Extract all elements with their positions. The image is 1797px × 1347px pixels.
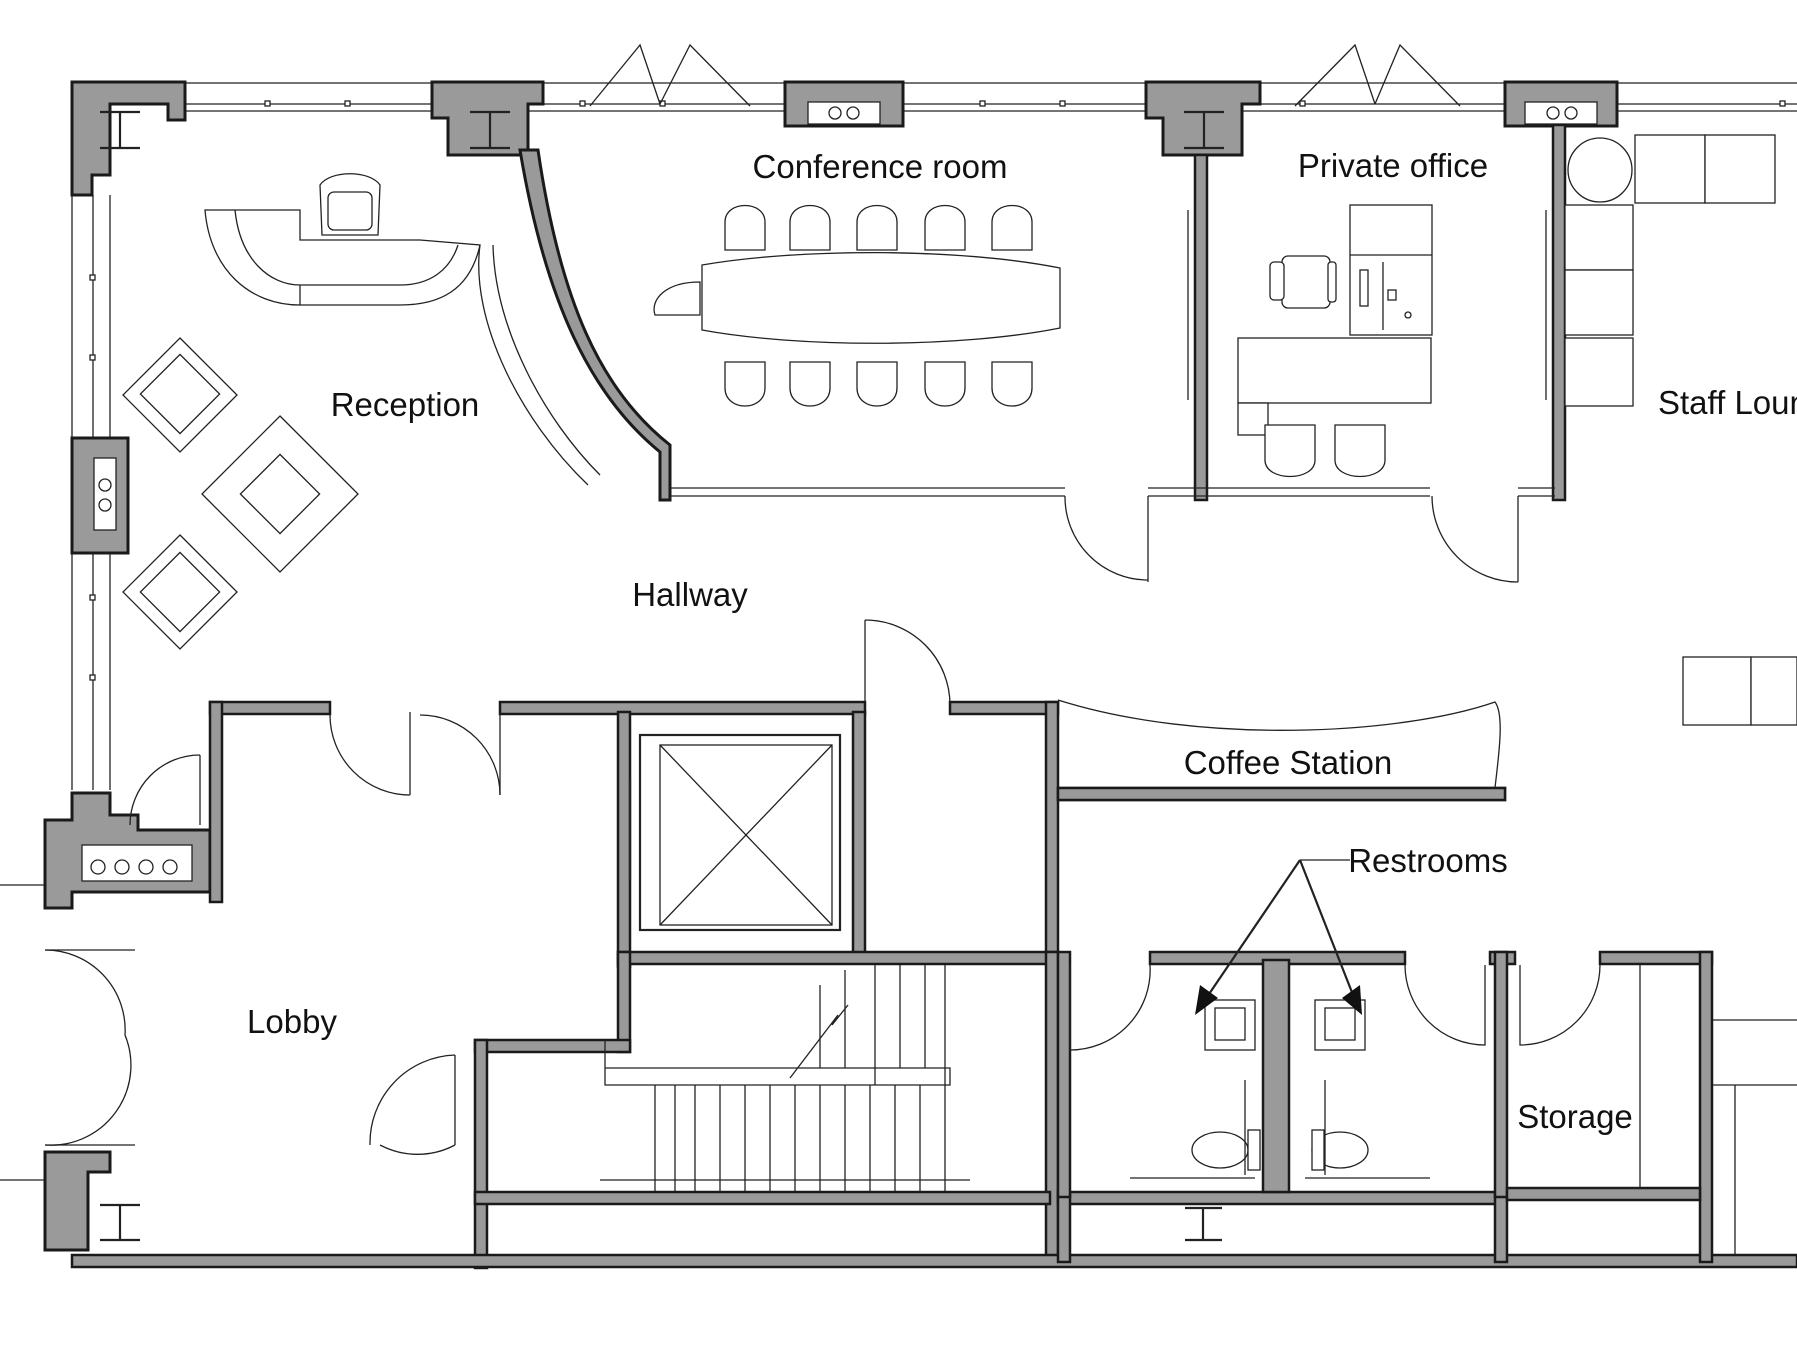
stairs bbox=[600, 965, 970, 1192]
label-conference-room: Conference room bbox=[753, 148, 1008, 185]
label-staff-lounge: Staff Loun bbox=[1658, 384, 1797, 421]
storage-room bbox=[1507, 964, 1797, 1255]
reception-lounge-chairs bbox=[122, 337, 359, 650]
office-doors bbox=[1064, 210, 1547, 583]
guest-chairs bbox=[1264, 424, 1386, 478]
lobby-doors bbox=[0, 619, 951, 1181]
label-reception: Reception bbox=[331, 386, 480, 423]
staff-lounge-furniture bbox=[1564, 134, 1797, 726]
column-i-beam-symbols bbox=[100, 110, 1224, 1242]
label-coffee-station: Coffee Station bbox=[1184, 744, 1393, 781]
restroom-fixtures bbox=[1069, 964, 1486, 1179]
elevator bbox=[628, 733, 842, 932]
label-storage: Storage bbox=[1517, 1098, 1633, 1135]
coffee-counter bbox=[1056, 699, 1507, 802]
reception-desk bbox=[204, 209, 601, 486]
private-office-desk bbox=[1237, 204, 1433, 436]
restrooms-leader-arrows bbox=[1195, 859, 1362, 1015]
conference-table bbox=[653, 251, 1061, 344]
label-hallway: Hallway bbox=[632, 576, 748, 613]
label-lobby: Lobby bbox=[247, 1003, 337, 1040]
label-restrooms: Restrooms bbox=[1348, 842, 1508, 879]
private-office-chair bbox=[1269, 255, 1337, 309]
conference-chairs bbox=[724, 204, 1033, 407]
reception-chair bbox=[319, 173, 381, 236]
pipe-symbols bbox=[81, 101, 1598, 882]
office-partitions bbox=[518, 123, 1567, 502]
core-walls bbox=[70, 700, 1797, 1270]
label-private-office: Private office bbox=[1298, 147, 1488, 184]
